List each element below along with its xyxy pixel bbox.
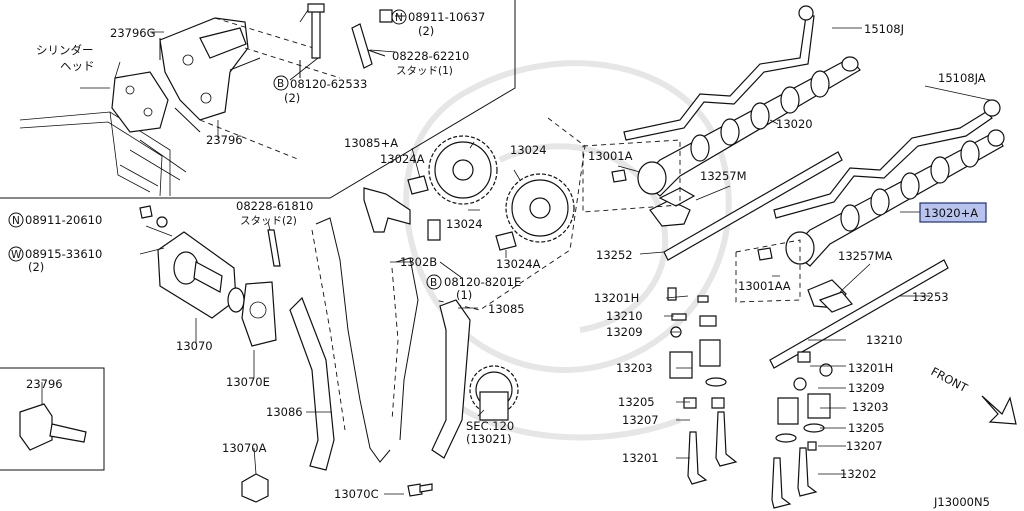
mark-b-2: B (430, 277, 437, 289)
circle-marks: N B N W B (8, 9, 442, 290)
highlight-13020-A (919, 202, 987, 223)
label-13085: 13085 (488, 302, 525, 316)
label-front: FRONT (929, 364, 971, 395)
oil-pipe-15108J (623, 5, 815, 141)
label-head: ヘッド (60, 59, 95, 73)
rocker-shaft-13253 (769, 259, 949, 369)
label-13205-right: 13205 (848, 421, 885, 435)
label-08120-62533-qty: (2) (284, 91, 300, 105)
label-08911-10637-qty: (2) (418, 24, 434, 38)
label-sec-120: SEC.120 (466, 419, 514, 433)
label-13070C: 13070C (334, 487, 379, 501)
label-13207-right: 13207 (846, 439, 883, 453)
label-sec-120-ref: (13021) (466, 432, 512, 446)
front-arrow (981, 395, 1017, 425)
tensioner-13070 (139, 205, 281, 347)
label-08911-10637: 08911-10637 (408, 10, 485, 24)
label-23796-top: 23796 (206, 133, 243, 147)
label-13070E: 13070E (226, 375, 270, 389)
label-08120-8201E-qty: (1) (456, 288, 472, 302)
chain-guide-13085 (431, 299, 471, 459)
label-stud-1: スタッド(1) (396, 65, 453, 77)
label-1302B: 1302B (400, 255, 437, 269)
label-13207-left: 13207 (622, 413, 659, 427)
label-13203-right: 13203 (852, 400, 889, 414)
label-13201H-left: 13201H (594, 291, 639, 305)
valve-group-right (771, 351, 833, 509)
timing-chain-upper (311, 217, 419, 463)
label-13024A-2: 13024A (496, 257, 541, 271)
plug-13070A (241, 473, 269, 503)
diagram-id: J13000N5 (933, 495, 990, 509)
label-13210-right: 13210 (866, 333, 903, 347)
label-08911-20610: 08911-20610 (25, 213, 102, 227)
label-08228-62210: 08228-62210 (392, 49, 469, 63)
label-13203-left: 13203 (616, 361, 653, 375)
cam-sprocket-right (505, 173, 575, 243)
label-13210-left: 13210 (606, 309, 643, 323)
chain-guide-13086 (289, 296, 335, 471)
label-13202: 13202 (840, 467, 877, 481)
mark-b-1: B (277, 78, 284, 90)
label-13209-right: 13209 (848, 381, 885, 395)
label-13257M: 13257M (700, 169, 747, 183)
label-08120-62533: 08120-62533 (290, 77, 367, 91)
label-13085-A: 13085+A (344, 136, 398, 150)
guide-13085-A (363, 187, 411, 233)
label-08228-61810: 08228-61810 (236, 199, 313, 213)
label-13024A-1: 13024A (380, 152, 425, 166)
label-13201-left: 13201 (622, 451, 659, 465)
label-13201H-right: 13201H (848, 361, 893, 375)
valve-group-left (667, 287, 738, 485)
camshaft-13020 (611, 56, 861, 197)
mark-n-2: N (12, 215, 20, 227)
camshaft-13020-A (757, 129, 1005, 267)
label-cylinder: シリンダー (36, 43, 94, 57)
label-13020: 13020 (776, 117, 813, 131)
label-08915-33610-qty: (2) (28, 260, 44, 274)
label-13070: 13070 (176, 339, 213, 353)
label-13252: 13252 (596, 248, 633, 262)
bolt-13070C (407, 483, 433, 497)
label-15108JA: 15108JA (938, 71, 986, 85)
label-stud-2: スタッド(2) (240, 215, 297, 227)
label-23796-box: 23796 (26, 377, 63, 391)
detail-box-23796 (0, 367, 105, 471)
label-13257MA: 13257MA (838, 249, 893, 263)
label-13086: 13086 (266, 405, 303, 419)
label-08915-33610: 08915-33610 (25, 247, 102, 261)
label-13024-2: 13024 (446, 217, 483, 231)
label-13020-A: 13020+A (924, 206, 978, 220)
label-13024-1: 13024 (510, 143, 547, 157)
label-23796G: 23796G (110, 26, 156, 40)
label-15108J: 15108J (864, 22, 904, 36)
cam-sprocket-left (428, 135, 498, 205)
label-13070A: 13070A (222, 441, 267, 455)
label-13001A: 13001A (588, 149, 633, 163)
label-13001AA: 13001AA (738, 279, 791, 293)
mark-w-1: W (11, 249, 22, 261)
label-13253: 13253 (912, 290, 949, 304)
label-13209-left: 13209 (606, 325, 643, 339)
label-13205-left: 13205 (618, 395, 655, 409)
label-08120-8201E: 08120-8201E (444, 275, 521, 289)
mark-n-1: N (395, 12, 403, 24)
head-bracket-box (0, 0, 516, 199)
oil-pipe-15108JA (773, 99, 1001, 219)
crank-sprocket (469, 365, 519, 421)
